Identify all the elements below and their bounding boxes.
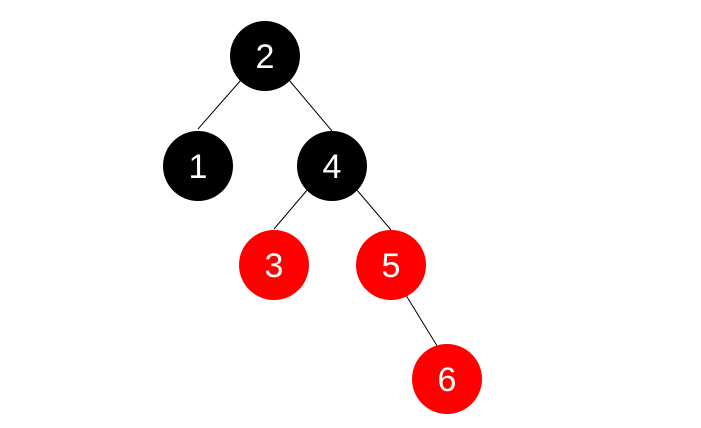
node-2-circle [230,21,300,91]
node-6: 6 [412,344,482,414]
node-2: 2 [230,21,300,91]
node-1-circle [163,131,233,201]
node-5-label: 5 [382,247,401,285]
node-6-label: 6 [438,361,457,399]
node-1-label: 1 [189,148,208,186]
node-3: 3 [239,230,309,300]
node-3-circle [239,230,309,300]
edge-2-4 [288,79,333,132]
edge-4-5 [355,188,392,231]
edge-2-1 [197,79,242,130]
node-4-label: 4 [323,148,342,186]
node-3-label: 3 [265,247,284,285]
node-2-label: 2 [256,38,275,76]
edge-4-3 [273,188,309,230]
edge-5-6 [403,291,440,350]
node-1: 1 [163,131,233,201]
node-5: 5 [356,230,426,300]
node-4-circle [297,131,367,201]
node-5-circle [356,230,426,300]
node-4: 4 [297,131,367,201]
node-6-circle [412,344,482,414]
